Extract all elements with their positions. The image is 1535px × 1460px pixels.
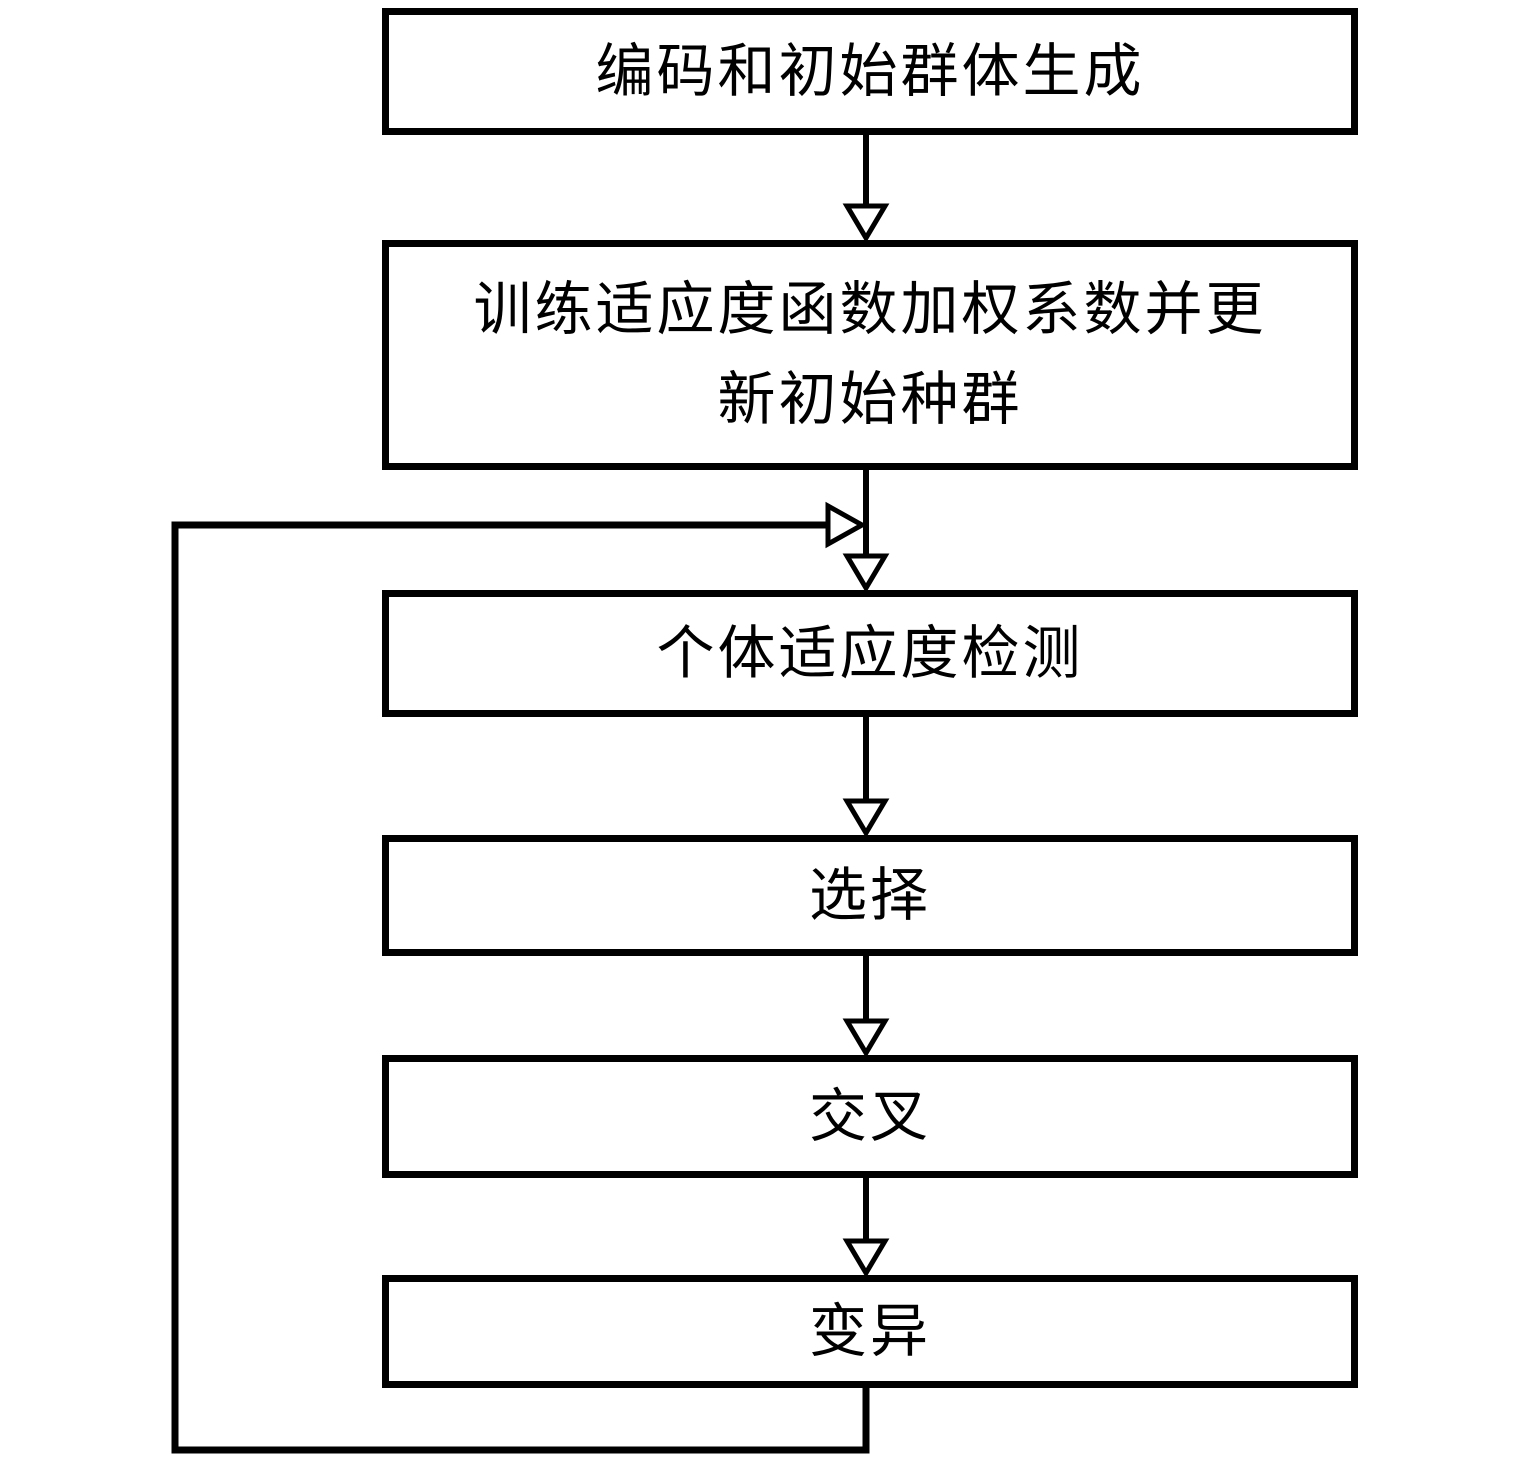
arrowhead-down-icon xyxy=(842,203,890,243)
arrowhead-down-icon xyxy=(842,1238,890,1278)
flow-box-crossover: 交叉 xyxy=(382,1055,1358,1178)
arrowhead-down-icon xyxy=(842,553,890,593)
flow-box-mutate: 变异 xyxy=(382,1275,1358,1388)
flow-box-train-label-line1: 训练适应度函数加权系数并更 xyxy=(473,275,1267,344)
arrowhead-down-icon xyxy=(842,798,890,838)
flow-box-encode-label: 编码和初始群体生成 xyxy=(595,36,1145,105)
flow-box-select-label: 选择 xyxy=(808,860,931,929)
flow-box-train-label-line2: 新初始种群 xyxy=(717,365,1023,433)
flow-box-mutate-label: 变异 xyxy=(808,1296,931,1365)
arrowhead-right-icon xyxy=(825,501,868,549)
flow-box-detect: 个体适应度检测 xyxy=(382,590,1358,717)
flow-box-crossover-label: 交叉 xyxy=(808,1081,931,1150)
flow-box-select: 选择 xyxy=(382,835,1358,956)
arrowhead-down-icon xyxy=(842,1018,890,1058)
flow-box-encode: 编码和初始群体生成 xyxy=(382,8,1358,135)
flow-box-detect-label: 个体适应度检测 xyxy=(656,618,1084,687)
flow-box-train: 训练适应度函数加权系数并更 新初始种群 xyxy=(382,240,1358,470)
